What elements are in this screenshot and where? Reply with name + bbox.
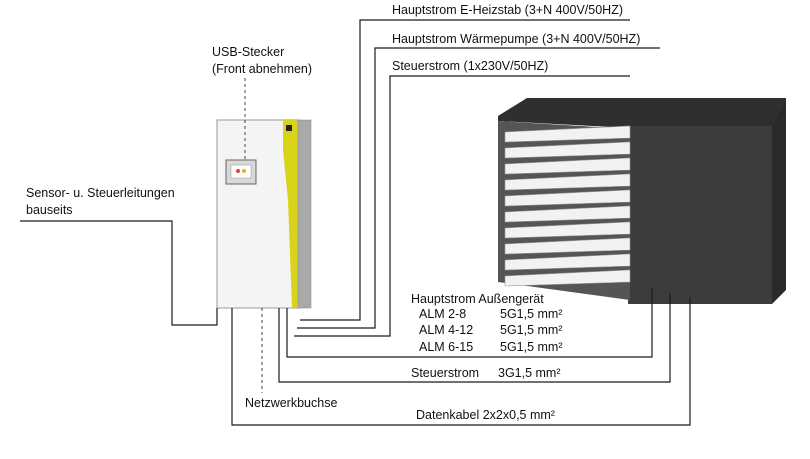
outdoor-unit-side (772, 100, 786, 304)
louver-slat (504, 141, 631, 159)
datenkabel-label: Datenkabel 2x2x0,5 mm² (416, 408, 555, 422)
wire-waermepumpe (297, 47, 660, 329)
usb-port-dot-red (236, 169, 240, 173)
louver-slat (504, 205, 631, 223)
indoor-unit (216, 119, 312, 309)
louver-slat (504, 253, 631, 271)
alm-model-2: ALM 6-15 (419, 340, 474, 354)
louver-slat (504, 269, 631, 287)
alm-cable-1: 5G1,5 mm² (500, 323, 563, 337)
steuerstrom-top-label: Steuerstrom (1x230V/50HZ) (392, 59, 549, 73)
outdoor-unit-louvers (504, 125, 631, 287)
louver-slat (504, 237, 631, 255)
waermepumpe-label: Hauptstrom Wärmepumpe (3+N 400V/50HZ) (392, 32, 641, 46)
louver-slat (504, 189, 631, 207)
usb-label-line2: (Front abnehmen) (212, 62, 313, 76)
wire-hauptstrom-aussen (286, 288, 653, 358)
louver-slat (504, 173, 631, 191)
alm-cable-2: 5G1,5 mm² (500, 340, 563, 354)
wire-heizstab (300, 19, 630, 321)
usb-port-dot-yellow (242, 169, 246, 173)
indoor-unit-side-panel (297, 119, 312, 309)
wire-sensor (20, 220, 218, 326)
wire-steuerstrom-bottom (278, 293, 671, 383)
wire-steuerstrom-top (294, 75, 630, 337)
heizstab-label: Hauptstrom E-Heizstab (3+N 400V/50HZ) (392, 3, 623, 17)
usb-label-line1: USB-Stecker (212, 45, 285, 59)
outdoor-unit (498, 98, 786, 304)
alm-model-1: ALM 4-12 (419, 323, 474, 337)
steuerstrom-bottom-value: 3G1,5 mm² (498, 366, 561, 380)
sensor-label-line2: bauseits (26, 203, 73, 217)
alm-cable-0: 5G1,5 mm² (500, 307, 563, 321)
wire-datenkabel (231, 297, 691, 426)
outdoor-unit-top (498, 98, 786, 128)
hauptstrom-aussen-label: Hauptstrom Außengerät (411, 292, 544, 306)
louver-slat (504, 221, 631, 239)
steuerstrom-bottom-label: Steuerstrom (411, 366, 480, 380)
netzwerkbuchse-label: Netzwerkbuchse (245, 396, 338, 410)
usb-port-screen (230, 164, 252, 179)
outdoor-unit-body (628, 126, 772, 304)
wires (20, 19, 691, 426)
louver-slat (504, 125, 631, 143)
louver-slat (504, 157, 631, 175)
alm-model-0: ALM 2-8 (419, 307, 467, 321)
indoor-unit-logo (286, 125, 292, 131)
sensor-label-line1: Sensor- u. Steuerleitungen (26, 186, 175, 200)
indoor-unit-yellow-accent (283, 120, 298, 308)
